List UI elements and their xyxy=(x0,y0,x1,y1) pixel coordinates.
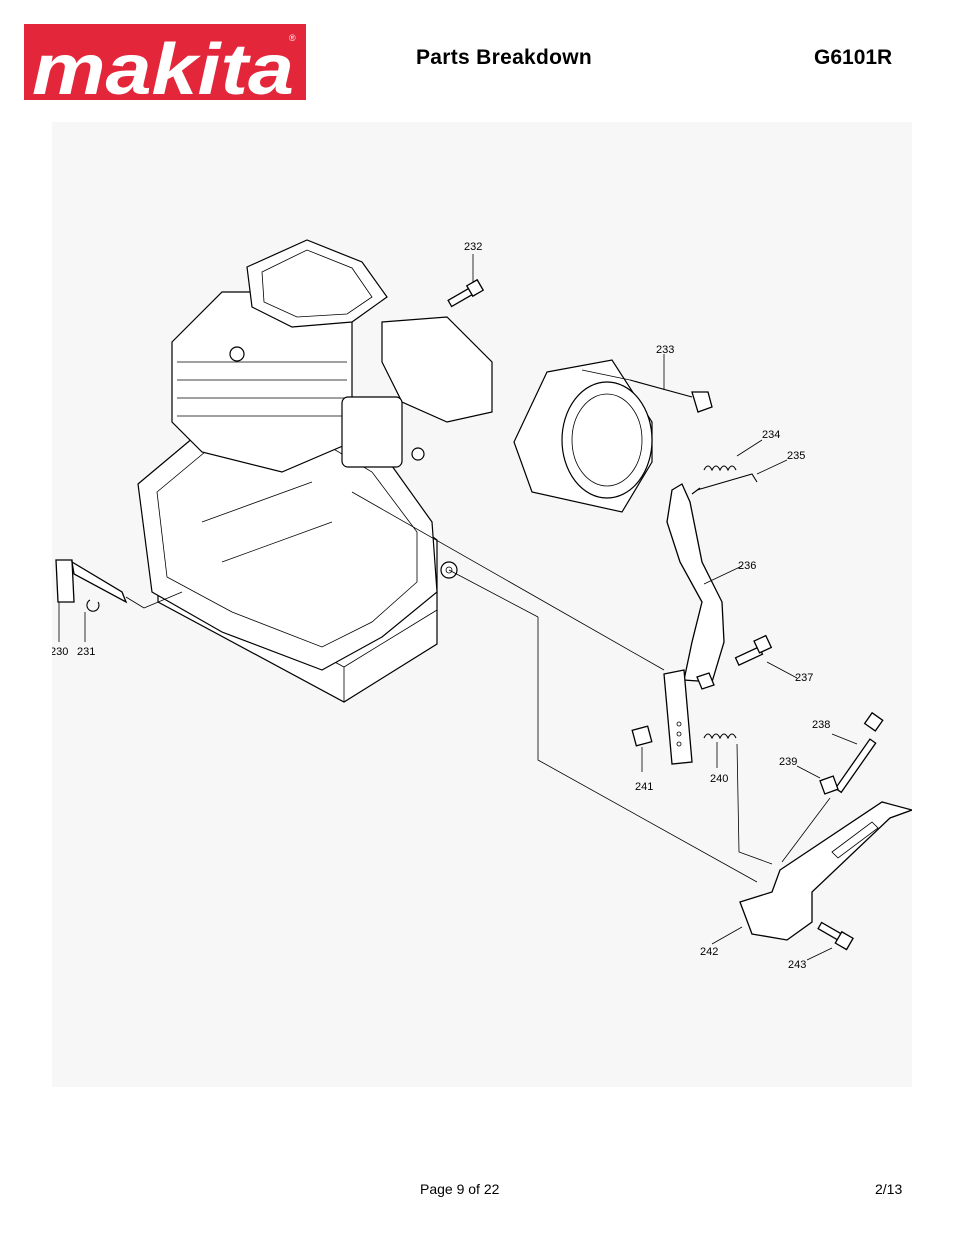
parts-diagram: 232 233 234 235 236 237 238 239 240 241 … xyxy=(52,122,912,1087)
page-title: Parts Breakdown xyxy=(416,46,593,69)
revision-date: 2/13 xyxy=(875,1181,903,1197)
part-230 xyxy=(55,559,183,642)
label-233: 233 xyxy=(656,344,674,356)
label-232: 232 xyxy=(464,241,482,253)
part-231 xyxy=(84,599,100,642)
engine-assembly xyxy=(137,239,493,703)
guide-lines xyxy=(351,491,831,883)
label-231: 231 xyxy=(77,646,95,658)
svg-text:®: ® xyxy=(289,33,296,43)
label-239: 239 xyxy=(779,756,797,768)
part-239 xyxy=(796,765,839,795)
part-232 xyxy=(447,254,485,308)
label-243: 243 xyxy=(788,959,806,971)
model-number: G6101R xyxy=(814,46,893,69)
part-241 xyxy=(631,725,653,772)
logo-wordmark: makita xyxy=(32,30,294,100)
label-242: 242 xyxy=(700,946,718,958)
part-237 xyxy=(734,634,798,679)
logo-background xyxy=(24,24,306,100)
part-235 xyxy=(691,459,788,495)
part-238 xyxy=(831,711,884,794)
page-number: Page 9 of 22 xyxy=(420,1181,500,1197)
label-230: 230 xyxy=(52,646,68,658)
part-234 xyxy=(703,439,763,472)
part-number-labels: 232 233 234 235 236 237 238 239 240 241 … xyxy=(52,241,830,971)
part-233 xyxy=(581,354,713,413)
part-242 xyxy=(711,801,912,945)
label-236: 236 xyxy=(738,560,756,572)
part-240 xyxy=(703,733,737,768)
label-241: 241 xyxy=(635,781,653,793)
label-234: 234 xyxy=(762,429,780,441)
label-237: 237 xyxy=(795,672,813,684)
label-235: 235 xyxy=(787,450,805,462)
label-240: 240 xyxy=(710,773,728,785)
part-243 xyxy=(806,921,854,961)
label-238: 238 xyxy=(812,719,830,731)
part-236 xyxy=(663,483,743,765)
makita-logo: makita ® xyxy=(24,24,306,110)
air-filter xyxy=(513,359,653,513)
